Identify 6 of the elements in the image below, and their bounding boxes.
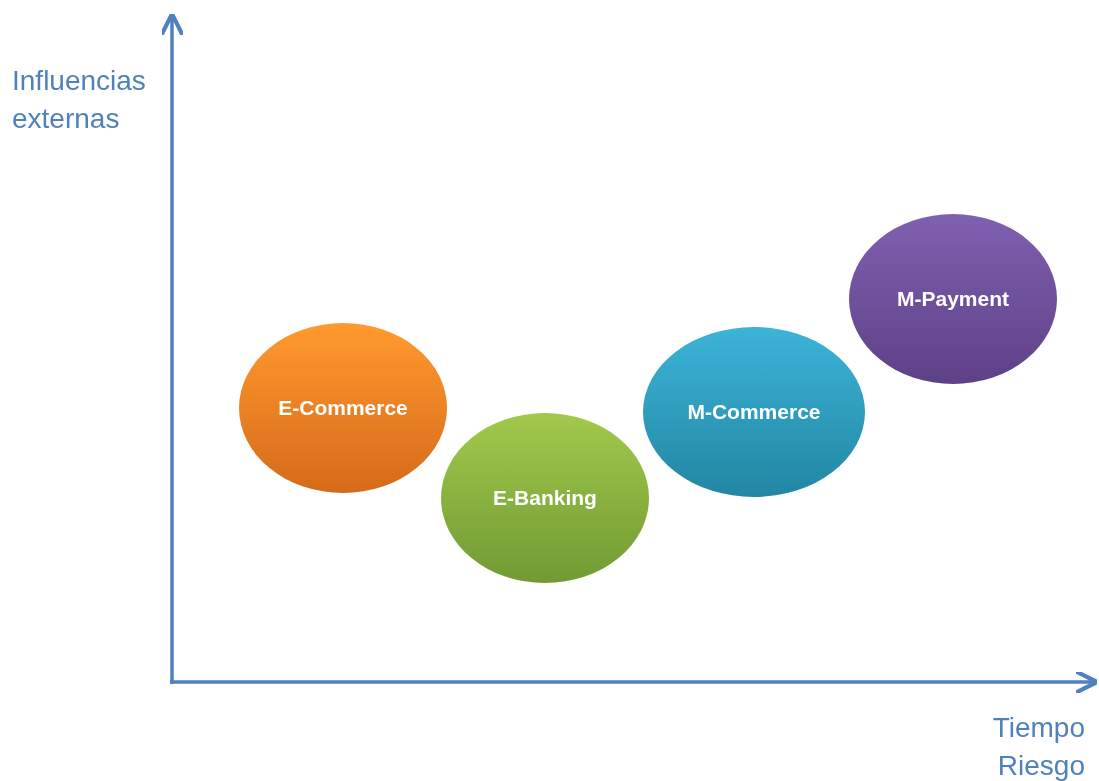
x-axis-label: Tiempo Riesgo [991, 711, 1085, 781]
ellipse-node: M-Payment [849, 214, 1057, 384]
ellipse-node: M-Commerce [643, 327, 865, 497]
y-axis-label: Influencias externas [12, 64, 147, 136]
ellipse-node: E-Commerce [239, 323, 447, 493]
ellipse-node: E-Banking [441, 413, 649, 583]
